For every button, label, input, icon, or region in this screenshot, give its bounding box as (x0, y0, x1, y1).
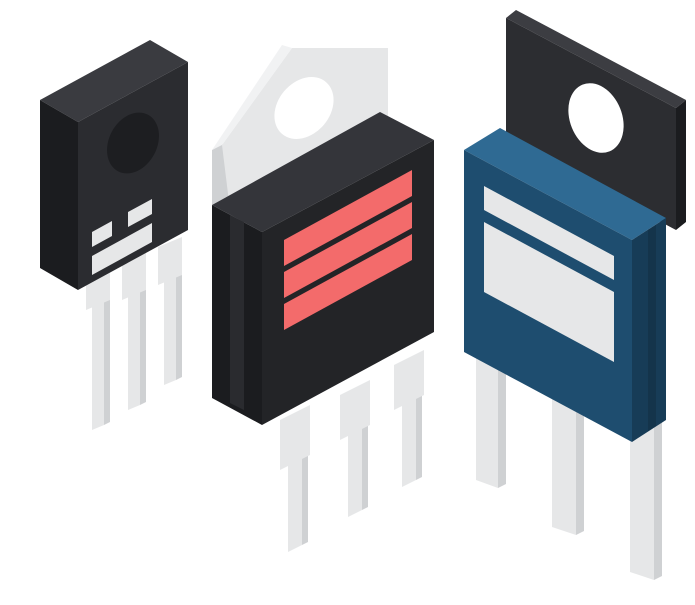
lead-z (630, 411, 654, 580)
lead-c-shoulder (394, 350, 424, 410)
small-transistor-hole (107, 112, 159, 174)
power-transistor-blue-ridge (648, 225, 656, 431)
power-transistor-red-ridge (230, 215, 244, 410)
power-transistor-blue-leads (476, 340, 662, 580)
power-transistor-red-hole (274, 77, 334, 139)
power-transistor-red (212, 45, 434, 552)
power-transistor-blue-hole (568, 83, 624, 153)
power-transistor-blue (464, 10, 686, 580)
power-transistor-blue-top (464, 128, 666, 240)
small-transistor-left (40, 100, 78, 290)
power-transistor-blue-tab-top (506, 10, 686, 108)
red-bar-1 (284, 170, 412, 266)
small-transistor-mark-3 (92, 223, 152, 275)
lead-a-shoulder (280, 405, 310, 470)
small-transistor-mark-2 (128, 199, 152, 227)
blue-label-2 (484, 222, 614, 362)
small-transistor (40, 40, 188, 430)
red-bar-2 (284, 202, 412, 298)
lead-x-side (498, 340, 506, 488)
red-bar-3 (284, 234, 412, 330)
power-transistor-red-tab-top (212, 45, 292, 150)
lead-x (476, 340, 498, 488)
lead-1-side (104, 265, 110, 425)
lead-y-side (576, 376, 584, 535)
power-transistor-red-top (212, 112, 434, 232)
lead-b-shoulder (340, 380, 370, 440)
small-transistor-top (40, 40, 188, 122)
lead-2-shoulder (122, 252, 146, 300)
lead-2-side (140, 257, 146, 405)
lead-3-shoulder (158, 237, 182, 285)
blue-label-1 (484, 186, 614, 280)
lead-z-side (654, 411, 662, 580)
lead-y (552, 376, 576, 535)
power-transistor-blue-tab-side (676, 100, 686, 230)
small-transistor-leads (86, 237, 182, 430)
power-transistor-red-leads (280, 350, 424, 552)
small-transistor-mark-1 (92, 221, 112, 247)
